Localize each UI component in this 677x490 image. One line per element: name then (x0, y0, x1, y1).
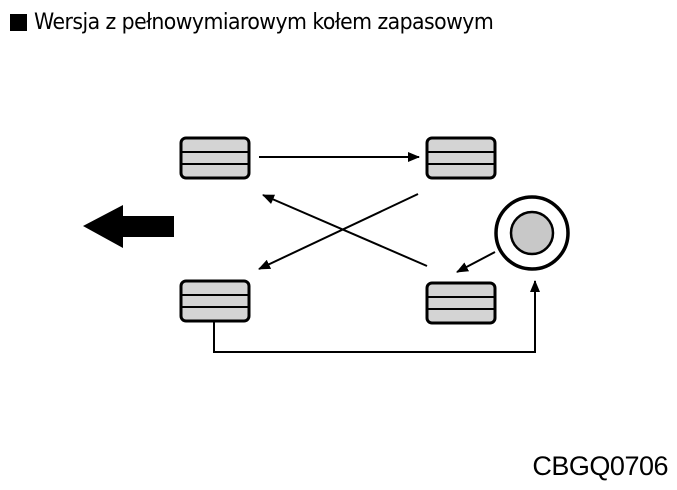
direction-arrow-icon (83, 205, 174, 248)
square-bullet-icon (10, 13, 27, 31)
tire-front-left (179, 136, 251, 180)
figure-code: CBGQ0706 (532, 451, 668, 481)
arrow-spare-to-rear-right (456, 251, 496, 273)
title-text: Wersja z pełnowymiarowym kołem zapasowym (34, 9, 494, 35)
tire-rear-left (179, 279, 251, 323)
arrow-rear-left-to-spare (213, 280, 540, 353)
tire-rear-right (425, 281, 497, 325)
diagram-title: Wersja z pełnowymiarowym kołem zapasowym (10, 6, 528, 38)
arrow-front-right-to-rear-left (258, 193, 419, 270)
spare-wheel (494, 195, 570, 271)
tire-front-right (425, 136, 497, 180)
arrow-rear-right-to-front-left (262, 194, 428, 267)
